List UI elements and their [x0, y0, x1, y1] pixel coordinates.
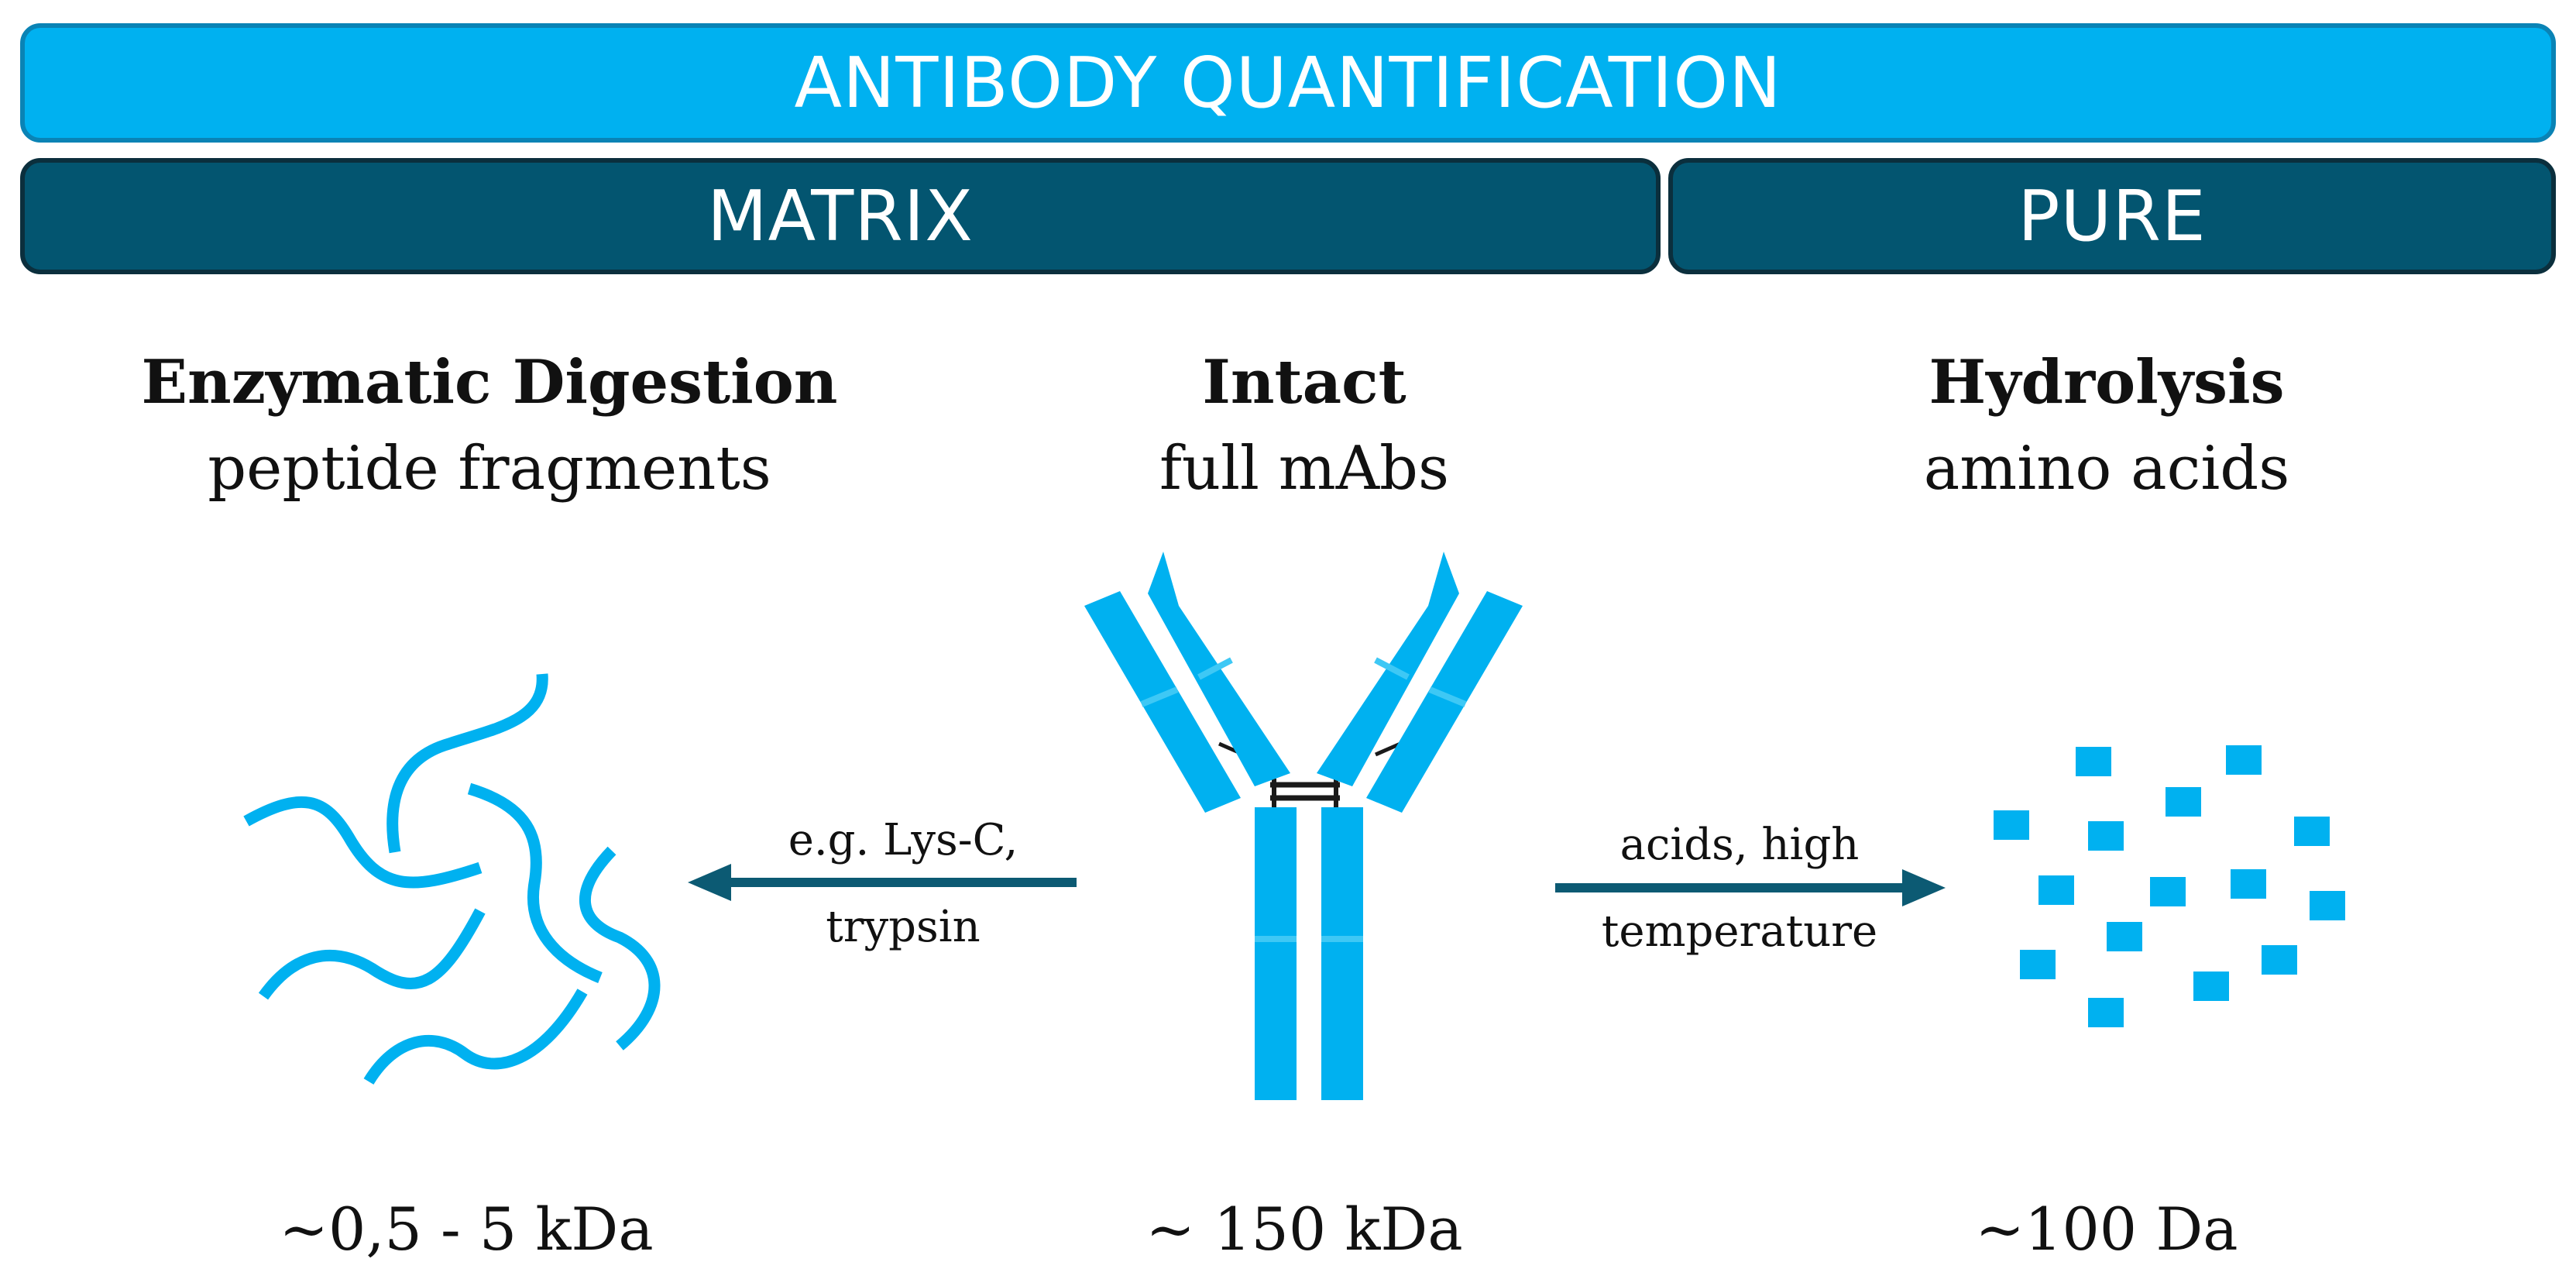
digestion-subtitle: peptide fragments: [208, 434, 771, 504]
amino-acid: [2193, 972, 2229, 1001]
pure-banner: PURE: [1668, 158, 2556, 274]
hydrolysis-mass: ~100 Da: [1975, 1195, 2238, 1264]
amino-acid: [2226, 745, 2262, 775]
intact-title: Intact: [1202, 347, 1406, 418]
amino-acid: [2038, 875, 2074, 905]
left-arrow-label-line1: e.g. Lys-C,: [788, 815, 1018, 865]
antibody-light-chain: [1366, 591, 1523, 813]
peptide-fragment: [386, 673, 548, 854]
title-banner: ANTIBODY QUANTIFICATION: [20, 23, 2556, 143]
amino-acids-icon: [1994, 745, 2345, 1027]
right-arrow: [1555, 869, 1946, 906]
amino-acid: [2088, 821, 2124, 851]
peptides-icon: [243, 673, 661, 1085]
matrix-banner: MATRIX: [20, 158, 1661, 274]
amino-acid: [2150, 877, 2186, 906]
amino-acid: [2088, 998, 2124, 1027]
intact-mass: ~ 150 kDa: [1145, 1195, 1463, 1264]
hydrolysis-title: Hydrolysis: [1929, 347, 2285, 418]
left-arrow: [688, 864, 1077, 901]
right-arrow-label-line1: acids, high: [1619, 820, 1860, 870]
hydrolysis-subtitle: amino acids: [1923, 434, 2290, 504]
amino-acid: [2166, 787, 2201, 817]
amino-acid: [1994, 810, 2029, 840]
antibody-icon: [1084, 552, 1523, 1100]
peptide-fragment: [467, 782, 603, 983]
peptide-fragment: [258, 908, 486, 1000]
peptide-fragment: [363, 989, 588, 1085]
amino-acid: [2294, 817, 2330, 846]
antibody-stem-right: [1321, 807, 1363, 1100]
peptide-fragment: [243, 796, 483, 889]
amino-acid: [2310, 891, 2345, 920]
peptide-fragment: [579, 846, 661, 1051]
left-arrow-label-line2: trypsin: [826, 902, 981, 952]
intact-subtitle: full mAbs: [1159, 434, 1450, 504]
amino-acid: [2231, 869, 2266, 899]
amino-acid: [2020, 950, 2056, 979]
right-arrow-label-line2: temperature: [1601, 906, 1878, 957]
title-banner-text: ANTIBODY QUANTIFICATION: [794, 42, 1782, 124]
antibody-stem-left: [1255, 807, 1297, 1100]
antibody-light-chain: [1084, 591, 1241, 813]
digestion-title: Enzymatic Digestion: [141, 347, 838, 418]
amino-acid: [2262, 945, 2297, 975]
pure-banner-text: PURE: [2018, 175, 2207, 257]
matrix-banner-text: MATRIX: [707, 175, 974, 257]
amino-acid: [2076, 747, 2111, 776]
digestion-mass: ~0,5 - 5 kDa: [279, 1195, 654, 1264]
amino-acid: [2107, 922, 2142, 951]
